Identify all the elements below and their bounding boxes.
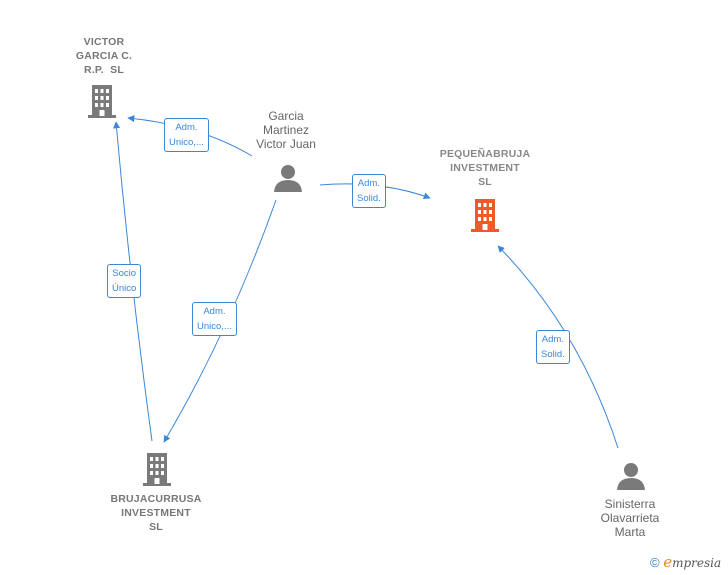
label-line: Martinez bbox=[262, 123, 309, 137]
label-line: Victor Juan bbox=[256, 137, 316, 151]
edge-label-garcia-pequenabruja[interactable]: Adm. Solid. bbox=[352, 174, 386, 208]
label-line: Garcia bbox=[268, 109, 304, 123]
edge-label-garcia-victor[interactable]: Adm. Unico,... bbox=[164, 118, 209, 152]
label-line: INVESTMENT bbox=[450, 162, 520, 174]
edge-label-garcia-brujacurrusa[interactable]: Adm. Unico,... bbox=[192, 302, 237, 336]
copyright-symbol: © bbox=[650, 555, 660, 570]
empresia-logo-initial: e bbox=[663, 553, 673, 571]
edge-label-line: Solid. bbox=[357, 193, 381, 204]
building-icon-focus[interactable] bbox=[469, 197, 501, 233]
company-victor-garcia-label[interactable]: VICTOR GARCIA C. R.P. SL bbox=[64, 35, 144, 77]
edge-label-line: Socio bbox=[112, 268, 137, 279]
empresia-watermark: © empresia bbox=[650, 553, 721, 571]
person-garcia-martinez-label[interactable]: Garcia Martinez Victor Juan bbox=[246, 109, 326, 151]
company-pequenabruja-label[interactable]: PEQUEÑABRUJA INVESTMENT SL bbox=[420, 147, 550, 189]
edge-label-line: Solid. bbox=[541, 349, 565, 360]
edge-label-line: Adm. bbox=[175, 122, 198, 133]
label-line: VICTOR bbox=[83, 36, 125, 48]
edge-label-line: Adm. bbox=[541, 334, 564, 345]
label-line: SL bbox=[478, 176, 492, 188]
edge-label-brujacurrusa-victor[interactable]: Socio Único bbox=[107, 264, 142, 298]
label-line: BRUJACURRUSA bbox=[110, 493, 202, 505]
person-icon[interactable] bbox=[273, 163, 303, 193]
building-icon[interactable] bbox=[141, 451, 173, 487]
label-line: Sinisterra bbox=[604, 497, 656, 511]
label-line: Olavarrieta bbox=[600, 511, 660, 525]
label-line: Marta bbox=[614, 525, 646, 539]
label-line: INVESTMENT bbox=[121, 507, 191, 519]
edge-label-line: Adm. bbox=[203, 306, 226, 317]
edge-label-line: Unico,... bbox=[197, 321, 232, 332]
edge-label-sinisterra-pequenabruja[interactable]: Adm. Solid. bbox=[536, 330, 570, 364]
empresia-logo-text: mpresia bbox=[672, 556, 722, 570]
edge-label-line: Unico,... bbox=[169, 137, 204, 148]
person-icon[interactable] bbox=[616, 461, 646, 491]
label-line: SL bbox=[149, 521, 163, 533]
label-line: GARCIA C. bbox=[75, 50, 133, 62]
company-brujacurrusa-label[interactable]: BRUJACURRUSA INVESTMENT SL bbox=[96, 492, 216, 534]
edge-label-line: Único bbox=[112, 283, 137, 294]
building-icon[interactable] bbox=[86, 83, 118, 119]
person-sinisterra-label[interactable]: Sinisterra Olavarrieta Marta bbox=[588, 497, 672, 539]
edge-label-line: Adm. bbox=[357, 178, 380, 189]
label-line: PEQUEÑABRUJA bbox=[439, 148, 531, 160]
label-line: R.P. SL bbox=[84, 64, 124, 76]
